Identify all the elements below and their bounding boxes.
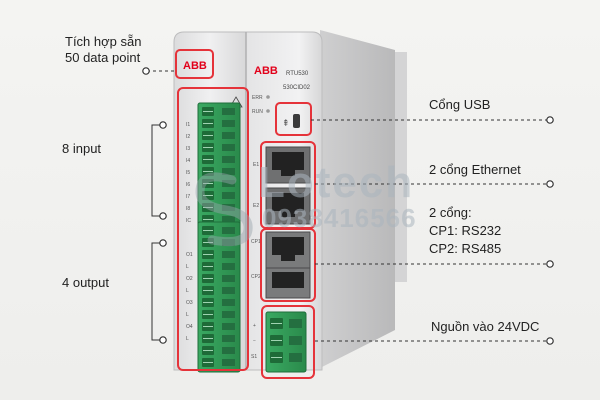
led-run-label: RUN xyxy=(252,109,263,115)
cp-label-2: CP2 xyxy=(251,274,261,280)
highlight-io-terminals xyxy=(177,87,249,371)
dot-output-top xyxy=(159,239,167,247)
abb-logo-left: ABB xyxy=(183,60,207,72)
terminal-slot xyxy=(222,311,235,318)
dot-usb xyxy=(546,116,554,124)
terminal-slot xyxy=(222,239,235,246)
dot-ethernet xyxy=(546,180,554,188)
label-power: Nguồn vào 24VDC xyxy=(431,319,540,334)
input-pin-label: I6 xyxy=(186,182,190,188)
terminal-slot xyxy=(222,335,235,342)
abb-logo-right: ABB xyxy=(254,65,278,77)
terminal-slot xyxy=(222,108,235,115)
highlight-serial xyxy=(260,228,316,302)
usb-port xyxy=(293,114,300,128)
terminal-slot xyxy=(222,299,235,306)
input-pin-label: I3 xyxy=(186,146,190,152)
terminal-slot xyxy=(222,204,235,211)
dot-power xyxy=(546,337,554,345)
terminal-slot xyxy=(222,216,235,223)
input-pin-label: I5 xyxy=(186,170,190,176)
highlight-usb xyxy=(275,102,312,136)
input-pin-label: I4 xyxy=(186,158,190,164)
output-pin-label: O4 xyxy=(186,324,193,330)
usb-icon: ⇞ xyxy=(282,119,290,129)
terminal-slot xyxy=(222,287,235,294)
serial-port-cp1 xyxy=(265,231,311,269)
watermark-brand: Lotech xyxy=(258,158,415,207)
label-usb: Cổng USB xyxy=(429,97,491,112)
eth-label-e1: E1 xyxy=(253,162,259,168)
terminal-slot xyxy=(222,347,235,354)
output-pin-label: L xyxy=(186,264,189,270)
terminal-slot xyxy=(222,132,235,139)
model-label: RTU530 xyxy=(286,71,309,77)
power-slot xyxy=(289,319,302,328)
power-slot xyxy=(289,336,302,345)
power-pin-s1: S1 xyxy=(251,354,257,360)
eth-label-e2: E2 xyxy=(253,203,259,209)
device-side xyxy=(320,30,395,368)
terminal-slot xyxy=(222,227,235,234)
terminal-slot xyxy=(222,120,235,127)
output-pin-label: L xyxy=(186,312,189,318)
led-err-label: ERR xyxy=(252,95,263,101)
dot-input-bottom xyxy=(159,212,167,220)
power-pin-plus: + xyxy=(253,323,256,329)
output-pin-label: O1 xyxy=(186,252,193,258)
input-pin-label: IC xyxy=(186,218,191,224)
output-pin-label: L xyxy=(186,288,189,294)
label-builtin-line1: Tích hợp sẵn xyxy=(65,34,142,49)
terminal-slot xyxy=(222,192,235,199)
label-ethernet: 2 cổng Ethernet xyxy=(429,162,521,177)
din-rail xyxy=(395,52,407,282)
input-pin-label: I1 xyxy=(186,122,190,128)
terminal-slot xyxy=(222,168,235,175)
label-serial-title: 2 cổng: xyxy=(429,205,472,220)
ethernet-port-e2 xyxy=(265,187,311,225)
power-terminal xyxy=(265,311,307,373)
terminal-slot xyxy=(222,263,235,270)
power-slot xyxy=(289,353,302,362)
label-builtin-line2: 50 data point xyxy=(65,50,141,65)
dot-output-bottom xyxy=(159,336,167,344)
label-outputs: 4 output xyxy=(62,275,109,290)
input-pin-label: I2 xyxy=(186,134,190,140)
input-pin-label: I7 xyxy=(186,194,190,200)
terminal-slot xyxy=(222,156,235,163)
terminal-slot xyxy=(222,144,235,151)
terminal-slot xyxy=(222,359,235,366)
dot-input-top xyxy=(159,121,167,129)
terminal-slot xyxy=(222,180,235,187)
bracket-outputs xyxy=(151,242,160,341)
output-pin-label: L xyxy=(186,336,189,342)
label-serial-cp2: CP2: RS485 xyxy=(429,241,502,256)
output-pin-label: O3 xyxy=(186,300,193,306)
serial-port-cp2 xyxy=(265,267,311,299)
terminal-slot xyxy=(222,251,235,258)
highlight-power xyxy=(261,305,315,379)
input-pin-label: I8 xyxy=(186,206,190,212)
dot-serial xyxy=(546,260,554,268)
bracket-inputs xyxy=(151,124,160,217)
cp-label-1: CP1 xyxy=(251,239,261,245)
label-inputs: 8 input xyxy=(62,141,102,156)
terminal-block-io xyxy=(197,102,241,373)
output-pin-label: O2 xyxy=(186,276,193,282)
ethernet-port-e1 xyxy=(265,146,311,184)
highlight-abb-logo xyxy=(175,49,214,79)
power-pin-minus: − xyxy=(253,338,256,344)
watermark-phone: 0938416566 xyxy=(262,203,417,233)
variant-label: 530CID02 xyxy=(283,85,311,91)
label-serial-cp1: CP1: RS232 xyxy=(429,223,502,238)
terminal-slot xyxy=(222,323,235,330)
terminal-slot xyxy=(222,275,235,282)
watermark-logo xyxy=(195,172,253,247)
dot-builtin xyxy=(142,67,150,75)
